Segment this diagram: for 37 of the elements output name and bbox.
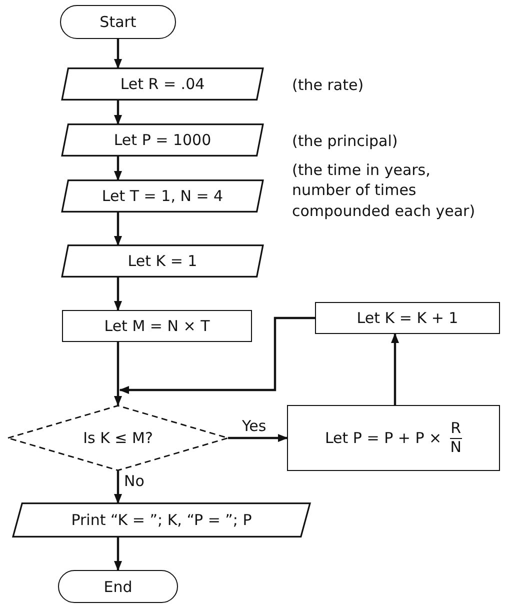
process-box <box>315 302 500 334</box>
node-text: Is K ≤ M? <box>83 429 153 447</box>
arrow <box>114 39 122 69</box>
annotation-text: (the rate) <box>292 75 365 96</box>
node-text: End <box>104 578 132 596</box>
node-text: Let K = 1 <box>128 252 198 270</box>
input-output-parallelogram <box>60 180 265 212</box>
edge-label: Yes <box>240 418 268 434</box>
arrow <box>114 212 122 246</box>
process-box <box>62 310 252 342</box>
arrow <box>114 156 122 181</box>
input-output-parallelogram <box>60 124 265 156</box>
process-box <box>287 405 500 471</box>
node-text: Let M = N × T <box>104 317 210 335</box>
input-output-parallelogram <box>60 245 265 277</box>
arrow <box>114 277 122 311</box>
fraction: R N <box>450 420 462 456</box>
node-text: Let P = P + P × <box>324 429 442 447</box>
edge-label: No <box>122 473 146 490</box>
node-text: Print “K = ”; K, “P = ”; P <box>71 511 252 529</box>
decision-diamond <box>8 405 228 471</box>
node-text: Let K = K + 1 <box>356 309 458 327</box>
node-text: Let R = .04 <box>120 75 205 93</box>
arrow <box>228 434 288 442</box>
annotation-text: (the time in years, number of times compounded each year) <box>292 160 476 221</box>
annotation-text: (the principal) <box>292 131 399 152</box>
arrow <box>114 100 122 125</box>
arrow <box>114 342 122 406</box>
input-output-parallelogram <box>60 68 265 100</box>
node-text: Start <box>100 13 136 31</box>
node-text: Let P = 1000 <box>114 131 212 149</box>
node-text: Let T = 1, N = 4 <box>102 187 224 205</box>
input-output-parallelogram <box>10 503 313 537</box>
arrow <box>114 537 122 571</box>
arrow <box>119 316 315 394</box>
arrow <box>391 333 399 405</box>
arrow <box>114 471 122 504</box>
